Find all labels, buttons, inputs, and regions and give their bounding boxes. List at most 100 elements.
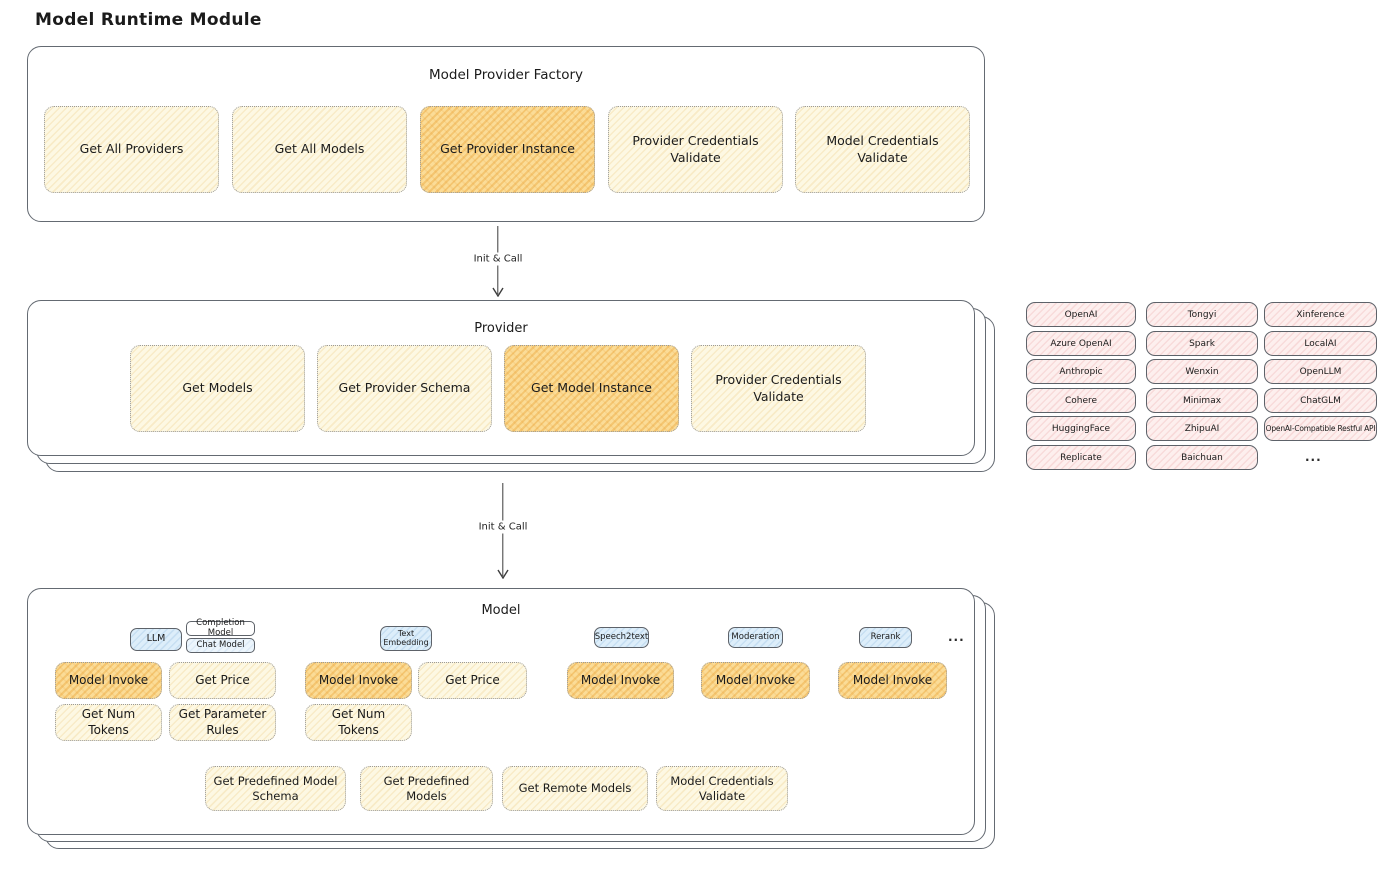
provider-item-spark: Spark xyxy=(1146,331,1258,356)
node-get-provider-schema: Get Provider Schema xyxy=(317,345,492,432)
node-label: Get Models xyxy=(182,380,253,396)
node-label: Provider Credentials Validate xyxy=(632,133,759,165)
node-get-predefined-models: Get Predefined Models xyxy=(360,766,493,811)
node-label: Get Model Instance xyxy=(531,380,652,396)
chip-label: Speech2text xyxy=(594,631,649,642)
chip-text-embedding: Text Embedding xyxy=(380,626,432,651)
provider-item-chatglm: ChatGLM xyxy=(1264,388,1377,413)
node-label: Get Provider Instance xyxy=(440,141,575,157)
chip-label: Completion Model xyxy=(196,618,245,638)
provider-title: Provider xyxy=(474,321,528,336)
init-call-arrow-factory-to-provider: Init & Call xyxy=(468,226,528,297)
provider-item-openai: OpenAI xyxy=(1026,302,1136,327)
provider-item-zhipuai: ZhipuAI xyxy=(1146,416,1258,441)
node-get-remote-models: Get Remote Models xyxy=(502,766,648,811)
provider-list-ellipsis: ... xyxy=(1305,450,1322,464)
node-get-provider-instance: Get Provider Instance xyxy=(420,106,595,193)
provider-item-label: ZhipuAI xyxy=(1184,423,1220,434)
node-moderation-model-invoke: Model Invoke xyxy=(701,662,810,699)
node-get-models: Get Models xyxy=(130,345,305,432)
provider-item-tongyi: Tongyi xyxy=(1146,302,1258,327)
provider-item-label: OpenLLM xyxy=(1299,366,1342,377)
provider-item-huggingface: HuggingFace xyxy=(1026,416,1136,441)
node-get-model-instance: Get Model Instance xyxy=(504,345,679,432)
node-label: Model Invoke xyxy=(852,672,933,687)
arrow-label: Init & Call xyxy=(473,520,533,534)
node-label: Get Remote Models xyxy=(518,781,632,796)
provider-item-label: Tongyi xyxy=(1187,309,1217,320)
provider-item-cohere: Cohere xyxy=(1026,388,1136,413)
arrow-head-icon xyxy=(492,287,504,297)
node-label: Model Invoke xyxy=(68,672,149,687)
provider-item-label: OpenAI xyxy=(1064,309,1098,320)
node-speech2text-model-invoke: Model Invoke xyxy=(567,662,674,699)
node-provider-credentials-validate: Provider Credentials Validate xyxy=(608,106,783,193)
provider-item-xinference: Xinference xyxy=(1264,302,1377,327)
chip-label: Moderation xyxy=(731,631,780,642)
node-label: Get Num Tokens xyxy=(81,706,136,737)
node-label: Provider Credentials Validate xyxy=(715,372,842,404)
provider-item-baichuan: Baichuan xyxy=(1146,445,1258,470)
chip-moderation: Moderation xyxy=(728,627,783,648)
node-label: Model Invoke xyxy=(318,672,399,687)
provider-item-openai-compatible: OpenAI-Compatible Restful API xyxy=(1264,416,1377,441)
chip-speech2text: Speech2text xyxy=(594,627,649,648)
chip-label: LLM xyxy=(146,633,166,645)
provider-item-replicate: Replicate xyxy=(1026,445,1136,470)
provider-item-label: Azure OpenAI xyxy=(1050,338,1112,349)
node-label: Get Predefined Models xyxy=(383,774,470,803)
provider-item-label: ChatGLM xyxy=(1300,395,1341,406)
chip-llm: LLM xyxy=(130,628,182,651)
node-embedding-get-num-tokens: Get Num Tokens xyxy=(305,704,412,741)
model-types-ellipsis: ... xyxy=(948,630,965,644)
provider-item-label: HuggingFace xyxy=(1051,423,1111,434)
provider-item-label: Minimax xyxy=(1182,395,1222,406)
provider-item-wenxin: Wenxin xyxy=(1146,359,1258,384)
node-embedding-get-price: Get Price xyxy=(418,662,527,699)
node-label: Model Invoke xyxy=(580,672,661,687)
diagram-title: Model Runtime Module xyxy=(35,10,262,30)
provider-item-label: Spark xyxy=(1189,338,1215,349)
node-label: Model Credentials Validate xyxy=(826,133,939,165)
provider-item-label: Baichuan xyxy=(1181,452,1223,463)
node-label: Get All Providers xyxy=(79,141,184,157)
node-get-predefined-model-schema: Get Predefined Model Schema xyxy=(205,766,346,811)
init-call-arrow-provider-to-model: Init & Call xyxy=(473,483,533,579)
provider-item-label: OpenAI-Compatible Restful API xyxy=(1265,424,1376,433)
node-label: Get Price xyxy=(445,672,500,687)
node-provider-credentials-validate-2: Provider Credentials Validate xyxy=(691,345,866,432)
provider-item-label: Xinference xyxy=(1296,309,1345,320)
chip-completion-model: Completion Model xyxy=(186,618,255,638)
node-label: Get Num Tokens xyxy=(331,706,386,737)
provider-item-minimax: Minimax xyxy=(1146,388,1258,413)
node-label: Get Provider Schema xyxy=(338,380,471,396)
provider-item-localai: LocalAI xyxy=(1264,331,1377,356)
node-label: Model Invoke xyxy=(715,672,796,687)
node-label: Get Predefined Model Schema xyxy=(213,774,338,803)
provider-item-label: Replicate xyxy=(1060,452,1102,463)
provider-item-label: LocalAI xyxy=(1304,338,1337,349)
node-llm-get-parameter-rules: Get Parameter Rules xyxy=(169,704,276,741)
node-get-all-providers: Get All Providers xyxy=(44,106,219,193)
factory-title: Model Provider Factory xyxy=(428,67,583,83)
chip-chat-model: Chat Model xyxy=(186,638,255,653)
node-rerank-model-invoke: Model Invoke xyxy=(838,662,947,699)
node-label: Get Parameter Rules xyxy=(178,706,267,737)
node-get-all-models: Get All Models xyxy=(232,106,407,193)
node-label: Model Credentials Validate xyxy=(670,774,774,803)
chip-label: Text Embedding xyxy=(383,628,429,647)
model-title: Model xyxy=(481,603,521,618)
node-model-credentials-validate: Model Credentials Validate xyxy=(795,106,970,193)
node-llm-get-num-tokens: Get Num Tokens xyxy=(55,704,162,741)
node-model-credentials-validate-2: Model Credentials Validate xyxy=(656,766,788,811)
provider-item-azure-openai: Azure OpenAI xyxy=(1026,331,1136,356)
node-llm-model-invoke: Model Invoke xyxy=(55,662,162,699)
chip-label: Chat Model xyxy=(196,639,245,650)
provider-item-label: Wenxin xyxy=(1185,366,1219,377)
node-embedding-model-invoke: Model Invoke xyxy=(305,662,412,699)
arrow-head-icon xyxy=(497,569,509,579)
node-llm-get-price: Get Price xyxy=(169,662,276,699)
chip-rerank: Rerank xyxy=(859,627,912,648)
provider-item-label: Anthropic xyxy=(1059,366,1103,377)
